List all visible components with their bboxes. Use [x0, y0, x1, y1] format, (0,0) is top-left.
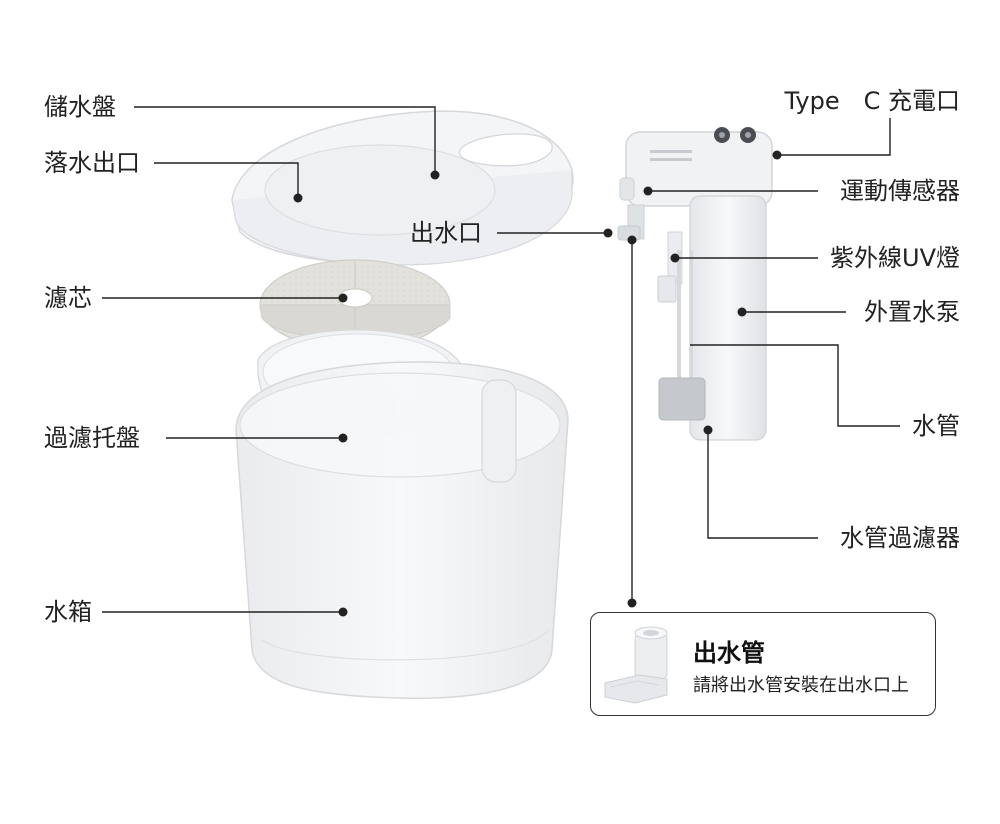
label-drain-outlet: 落水出口	[44, 149, 140, 177]
leader-lines	[102, 106, 900, 613]
label-type-c-port: Type C 充電口	[784, 87, 960, 115]
label-reservoir-tray: 儲水盤	[44, 93, 116, 121]
label-filter-core: 濾芯	[44, 284, 92, 312]
pump-assembly-part	[617, 127, 773, 441]
outlet-pipe-callout: 出水管 請將出水管安裝在出水口上	[590, 612, 936, 716]
label-water-pipe: 水管	[912, 412, 960, 440]
label-pipe-filter: 水管過濾器	[840, 524, 960, 552]
reservoir-tray-part	[231, 110, 574, 266]
outlet-pipe-image	[604, 626, 668, 704]
water-tank-part	[235, 361, 569, 699]
leader-dots	[293, 150, 782, 617]
label-filter-tray: 過濾托盤	[44, 424, 140, 452]
label-water-outlet: 出水口	[410, 219, 482, 247]
label-motion-sensor: 運動傳感器	[840, 177, 960, 205]
label-uv-lamp: 紫外線UV燈	[830, 244, 960, 272]
label-water-tank: 水箱	[44, 598, 92, 626]
callout-title: 出水管	[693, 639, 765, 667]
label-external-pump: 外置水泵	[864, 298, 960, 326]
callout-description: 請將出水管安裝在出水口上	[693, 675, 909, 696]
